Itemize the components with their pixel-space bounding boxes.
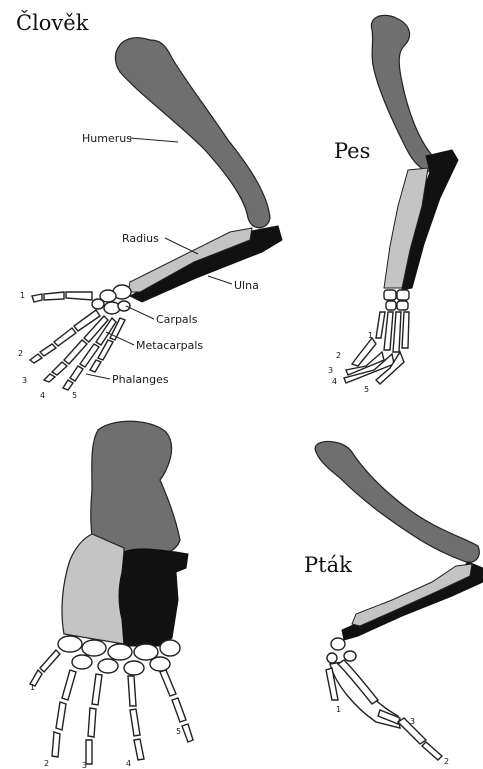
human-label-radius: Radius: [122, 232, 159, 245]
dog-digit-3: 3: [328, 366, 333, 375]
human-label-ulna: Ulna: [234, 279, 259, 292]
human-label-carpals: Carpals: [156, 313, 198, 326]
bird-panel: Pták 1 3 2: [304, 441, 483, 766]
dog-panel: Pes 1 2 3 4 5: [328, 15, 458, 394]
whale-digit-5: 5: [176, 727, 181, 736]
human-title: Člověk: [16, 10, 89, 35]
whale-digit-1: 1: [30, 683, 35, 692]
human-label-metacarpals: Metacarpals: [136, 339, 203, 352]
human-label-phalanges: Phalanges: [112, 373, 169, 386]
human-carpals: [92, 285, 131, 314]
whale-digit-4: 4: [126, 759, 131, 768]
dog-digit-5: 5: [364, 385, 369, 394]
dog-paw: [344, 312, 409, 384]
bird-carpals: [327, 638, 356, 663]
human-fingers: [30, 310, 125, 390]
whale-radius: [62, 534, 124, 644]
bird-title: Pták: [304, 553, 352, 577]
bird-humerus: [315, 441, 479, 562]
whale-ulna: [119, 549, 188, 646]
dog-digit-1: 1: [368, 331, 373, 340]
human-digit-5: 5: [72, 391, 77, 400]
human-panel: Člověk: [16, 10, 282, 400]
bird-hand: [326, 660, 442, 760]
whale-digit-3: 3: [82, 761, 87, 769]
bird-digit-2: 2: [444, 757, 449, 766]
dog-digit-4: 4: [332, 377, 337, 386]
human-thumb: [32, 292, 92, 302]
dog-digit-2: 2: [336, 351, 341, 360]
whale-humerus: [91, 421, 180, 554]
human-humerus: [115, 38, 270, 228]
bird-digit-3: 3: [410, 717, 415, 726]
human-digit-3: 3: [22, 376, 27, 385]
human-label-humerus: Humerus: [82, 132, 132, 145]
bird-digit-1: 1: [336, 705, 341, 714]
dog-title: Pes: [334, 139, 370, 163]
human-digit-2: 2: [18, 349, 23, 358]
dog-humerus: [371, 15, 435, 172]
whale-digit-2: 2: [44, 759, 49, 768]
human-digit-1: 1: [20, 291, 25, 300]
dog-carpals: [384, 290, 409, 310]
human-digit-4: 4: [40, 391, 45, 400]
whale-panel: 1 2 3 4 5: [30, 421, 193, 769]
